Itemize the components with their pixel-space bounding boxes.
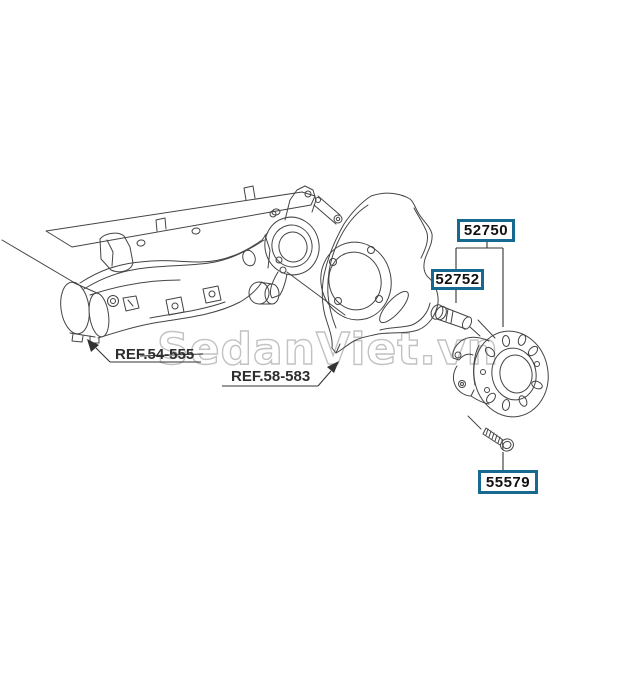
stabilizer-bracket-plate	[45, 185, 316, 273]
leader-52750-bracket	[455, 242, 504, 327]
part-number-52752[interactable]: 52752	[431, 269, 484, 290]
hub-bearing-assembly-drawing	[452, 330, 549, 418]
leader-arrowheads	[87, 339, 339, 373]
crossmember-beam	[79, 231, 280, 339]
reference-54-555[interactable]: REF.54-555	[115, 346, 195, 363]
leader-lines	[95, 242, 504, 470]
ref-54-555-underline-leader	[95, 347, 201, 363]
part-number-52750[interactable]: 52750	[457, 219, 515, 242]
trailing-arm-line	[1, 239, 81, 287]
arrowhead-ref-54	[87, 339, 99, 352]
hub-bolt-drawing	[467, 415, 514, 452]
reference-58-583[interactable]: REF.58-583	[231, 368, 311, 385]
ref-54-555-strike-line	[139, 353, 204, 357]
rear-knuckle	[264, 185, 346, 316]
part-number-55579[interactable]: 55579	[478, 470, 538, 494]
wheel-stud-drawing	[430, 304, 496, 339]
arrowhead-ref-58	[327, 361, 339, 373]
brake-dust-shield	[320, 192, 439, 354]
crossmember-bushing	[60, 281, 110, 344]
ref-58-583-underline-leader	[222, 370, 332, 387]
